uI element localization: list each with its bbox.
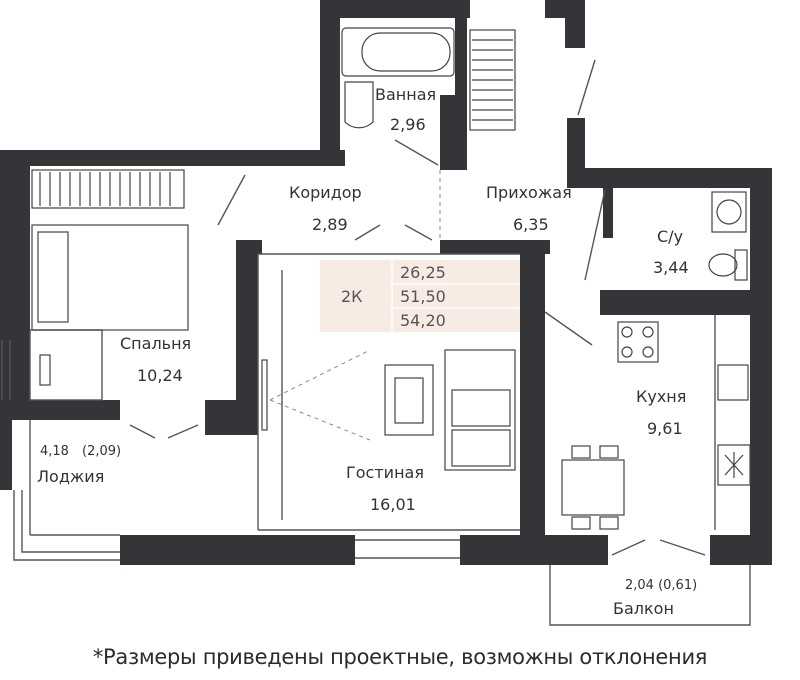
bedroom-name: Спальня bbox=[120, 334, 191, 353]
living-area: 16,01 bbox=[370, 495, 416, 514]
room-labels: Ванная 2,96 Коридор 2,89 Прихожая 6,35 С… bbox=[37, 85, 697, 618]
hallway-name: Прихожая bbox=[486, 183, 572, 202]
kitchen-name: Кухня bbox=[636, 387, 686, 406]
balcony-name: Балкон bbox=[613, 599, 674, 618]
walls bbox=[0, 0, 772, 565]
disclaimer-footnote: *Размеры приведены проектные, возможны о… bbox=[92, 645, 708, 669]
doors bbox=[129, 59, 706, 556]
corridor-name: Коридор bbox=[289, 183, 362, 202]
floor-plan: 2К 26,25 51,50 54,20 Ванная 2,96 Коридор… bbox=[0, 0, 772, 626]
corridor-area: 2,89 bbox=[312, 215, 348, 234]
loggia-name: Лоджия bbox=[37, 467, 104, 486]
kitchen-area: 9,61 bbox=[647, 419, 683, 438]
hallway-area: 6,35 bbox=[513, 215, 549, 234]
bathroom-area: 2,96 bbox=[390, 115, 426, 134]
area-summary-badge: 2К 26,25 51,50 54,20 bbox=[320, 260, 520, 332]
bathroom-name: Ванная bbox=[375, 85, 436, 104]
wc-area: 3,44 bbox=[653, 258, 689, 277]
apartment-type: 2К bbox=[341, 287, 363, 306]
openings bbox=[269, 170, 441, 441]
furniture bbox=[31, 27, 751, 530]
total-area-value: 51,50 bbox=[400, 287, 446, 306]
wc-name: С/у bbox=[657, 227, 683, 246]
bedroom-area: 10,24 bbox=[137, 366, 183, 385]
loggia-area-reduced: (2,09) bbox=[82, 444, 121, 459]
total-with-balconies-value: 54,20 bbox=[400, 311, 446, 330]
living-name: Гостиная bbox=[346, 463, 424, 482]
living-area-value: 26,25 bbox=[400, 263, 446, 282]
thin-lines bbox=[1, 253, 751, 626]
balcony-area: 2,04 (0,61) bbox=[625, 578, 697, 593]
loggia-area: 4,18 bbox=[40, 444, 69, 459]
